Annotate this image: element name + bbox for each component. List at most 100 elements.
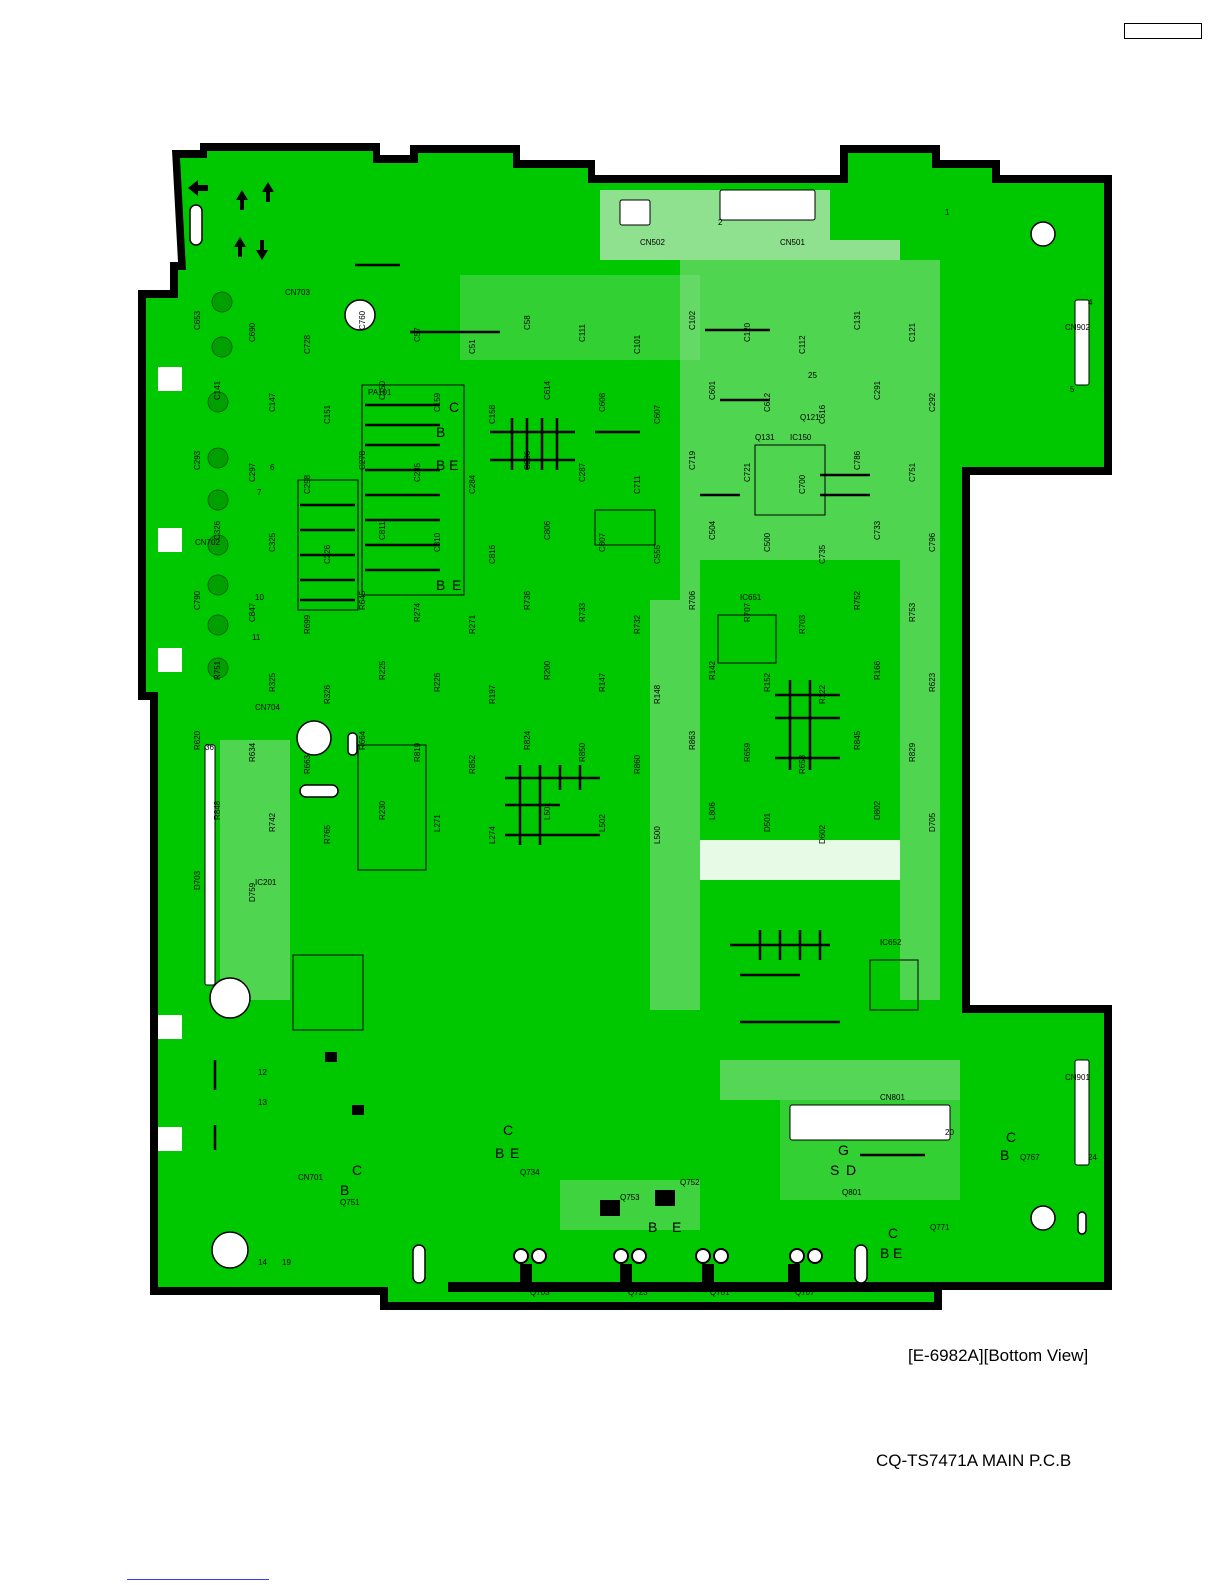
designator-l274: L274 [488, 826, 497, 844]
designator-cn501: CN501 [780, 238, 805, 247]
designator-c711: C711 [633, 475, 642, 494]
pin-marker: 4 [1088, 298, 1093, 307]
svg-text:D: D [846, 1162, 856, 1178]
designator-ic651: IC651 [740, 593, 762, 602]
designator-c612: C612 [763, 392, 772, 412]
arrow-icons [188, 180, 274, 260]
pin-marker: 7 [257, 488, 262, 497]
designator-r751: R751 [213, 660, 222, 680]
designator-r732: R732 [633, 614, 642, 634]
designator-c806: C806 [543, 520, 552, 540]
designator-q767: Q767 [1020, 1153, 1040, 1162]
pin-marker: 6 [270, 463, 275, 472]
designator-c500: C500 [763, 532, 772, 552]
designator-r752: R752 [853, 590, 862, 610]
pin-marker: 24 [1088, 1153, 1097, 1162]
slot-holes [189, 204, 1087, 1284]
designator-c285: C285 [413, 462, 422, 482]
pin-marker: 14 [258, 1258, 267, 1267]
designator-r620: R620 [193, 730, 202, 750]
designator-c733: C733 [873, 520, 882, 540]
left-edge-slots [158, 367, 182, 1151]
designator-c112: C112 [798, 335, 807, 354]
designator-c121: C121 [908, 322, 917, 342]
designator-q701: Q701 [710, 1288, 730, 1297]
designator-r271: R271 [468, 614, 477, 634]
designator-r753: R753 [908, 602, 917, 622]
designator-c504: C504 [708, 520, 717, 540]
svg-text:B: B [340, 1182, 349, 1198]
designator-c607: C607 [653, 404, 662, 424]
pin-marker: 20 [945, 1128, 954, 1137]
designator-r142: R142 [708, 660, 717, 680]
designator-pa101: PA101 [368, 388, 392, 397]
designator-r122: R122 [818, 684, 827, 704]
designator-c292: C292 [928, 392, 937, 412]
designator-c286: C286 [523, 450, 532, 470]
board-title: CQ-TS7471A MAIN P.C.B [876, 1451, 1072, 1470]
svg-text:G: G [838, 1142, 849, 1158]
pin-marker: 11 [252, 633, 261, 642]
designator-r703: R703 [798, 614, 807, 634]
designator-q771: Q771 [930, 1223, 950, 1232]
designator-c120: C120 [743, 322, 752, 342]
page-id-box [1124, 23, 1202, 39]
designator-c810: C810 [433, 532, 442, 552]
svg-text:B: B [1000, 1147, 1009, 1163]
mounting-holes [209, 221, 1056, 1269]
svg-text:B: B [648, 1219, 657, 1235]
designator-c700: C700 [798, 474, 807, 494]
designator-r824: R824 [523, 730, 532, 750]
svg-text:E: E [449, 457, 458, 473]
designator-r658: R658 [798, 754, 807, 774]
designator-c555: C555 [653, 544, 662, 564]
designator-d602: D602 [818, 824, 827, 844]
designator-r699: R699 [303, 614, 312, 634]
svg-text:E: E [672, 1219, 681, 1235]
svg-text:C: C [352, 1162, 362, 1178]
designator-c291: C291 [873, 380, 882, 400]
designator-r200: R200 [543, 660, 552, 680]
designator-l271: L271 [433, 814, 442, 832]
svg-text:E: E [893, 1245, 902, 1261]
designator-c226: C226 [323, 544, 332, 564]
designator-c816: C816 [488, 544, 497, 564]
designator-c102: C102 [688, 310, 697, 330]
designator-r226: R226 [433, 672, 442, 692]
svg-text:S: S [830, 1162, 839, 1178]
designator-q131: Q131 [755, 433, 775, 442]
designator-r152: R152 [763, 672, 772, 692]
designator-c284: C284 [468, 474, 477, 494]
designator-cn701: CN701 [298, 1173, 323, 1182]
designator-ic150: IC150 [790, 433, 812, 442]
designator-cn801: CN801 [880, 1093, 905, 1102]
trace-regions [220, 190, 960, 1230]
designator-c735: C735 [818, 544, 827, 564]
designator-c158: C158 [488, 404, 497, 424]
designator-q703: Q703 [530, 1288, 550, 1297]
pin-marker: 10 [255, 593, 264, 602]
pin-marker: 13 [258, 1098, 267, 1107]
designator-r733: R733 [578, 602, 587, 622]
designator-c721: C721 [743, 462, 752, 482]
svg-text:B: B [436, 424, 445, 440]
designator-c298: C298 [303, 474, 312, 494]
designator-c728: C728 [303, 334, 312, 354]
designator-cn901: CN901 [1065, 1073, 1090, 1082]
designator-q121: Q121 [800, 413, 820, 422]
designator-cn703: CN703 [285, 288, 310, 297]
designator-c811: C811 [378, 521, 387, 540]
designator-r829: R829 [908, 742, 917, 762]
designator-c159: C159 [433, 392, 442, 412]
designator-r848: R848 [213, 800, 222, 820]
designator-l500: L500 [653, 826, 662, 844]
connector-pads-left [207, 291, 233, 679]
designator-l806: L806 [708, 802, 717, 820]
designator-r845: R845 [853, 730, 862, 750]
designator-r860: R860 [633, 754, 642, 774]
pin-marker: 1 [945, 208, 950, 217]
designator-c111: C111 [578, 324, 587, 342]
designator-r664: R664 [358, 730, 367, 750]
pin-strips [204, 189, 1090, 1166]
svg-text:C: C [503, 1122, 513, 1138]
